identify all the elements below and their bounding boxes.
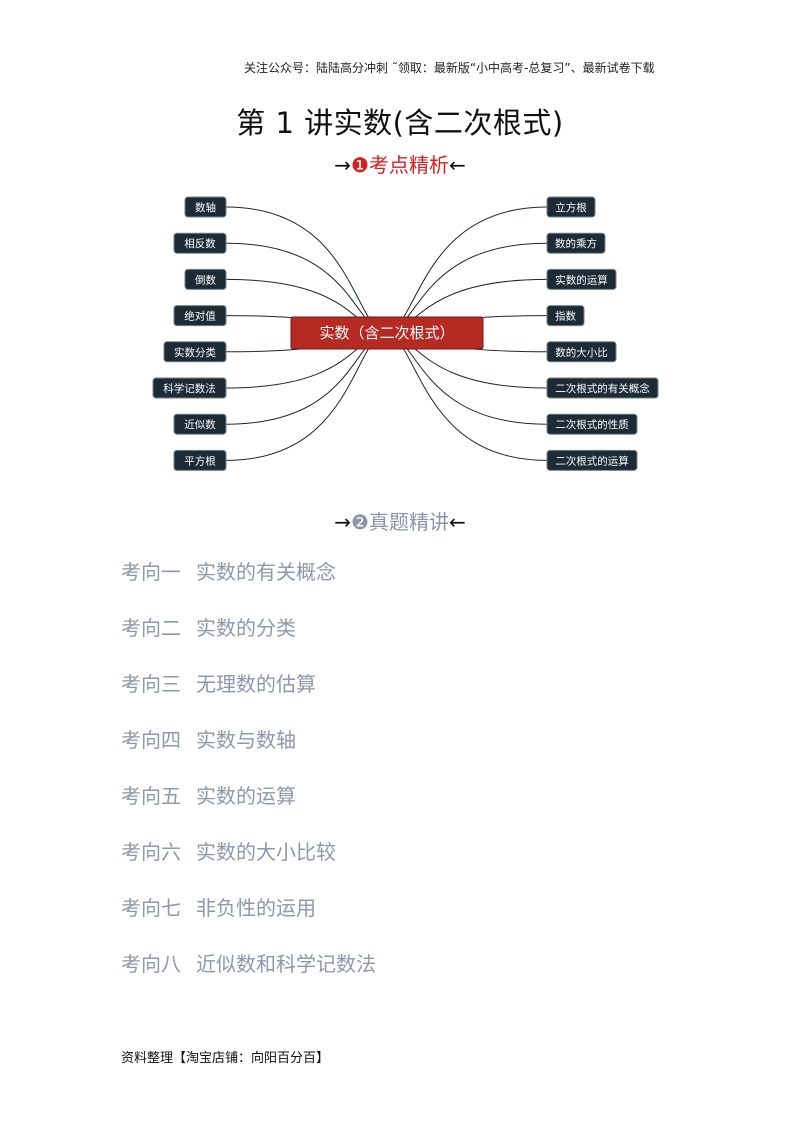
number-one-badge: ❶	[351, 153, 369, 177]
mindmap-node-left: 相反数	[173, 232, 227, 254]
node-label: 二次根式的运算	[555, 454, 629, 467]
node-label: 二次根式的性质	[555, 418, 629, 431]
mindmap-link	[389, 206, 548, 334]
section-heading-exam-review: →❷真题精讲←	[0, 506, 800, 535]
center-box	[290, 316, 484, 350]
node-label: 倒数	[195, 273, 216, 286]
topic-item: 考向六实数的大小比较	[121, 836, 336, 865]
topic-number: 考向七	[121, 896, 181, 920]
topic-item: 考向五实数的运算	[121, 780, 296, 809]
mindmap-node-left: 平方根	[173, 449, 227, 471]
mindmap-node-right: 数的乘方	[546, 232, 606, 254]
topic-item: 考向二实数的分类	[121, 612, 296, 641]
topic-item: 考向八近似数和科学记数法	[121, 948, 376, 977]
section-heading-keypoints: →❶考点精析←	[0, 149, 800, 178]
mindmap-link	[225, 332, 383, 461]
node-box	[546, 232, 606, 254]
node-box	[173, 449, 227, 471]
number-two-badge: ❷	[351, 510, 369, 534]
mindmap-node-right: 二次根式的性质	[546, 413, 638, 435]
mindmap-node-right: 数的大小比	[546, 341, 617, 363]
node-label: 数轴	[195, 201, 216, 214]
node-box	[184, 268, 227, 290]
node-label: 实数的运算	[555, 273, 608, 286]
topic-text: 近似数和科学记数法	[196, 952, 376, 976]
topic-number: 考向八	[121, 952, 181, 976]
node-box	[546, 341, 617, 363]
node-label: 平方根	[184, 454, 216, 467]
node-box	[546, 268, 617, 290]
node-box	[546, 413, 638, 435]
page-title: 第 1 讲实数(含二次根式)	[236, 106, 564, 140]
right-arrow-icon: →	[334, 510, 352, 534]
topic-item: 考向一实数的有关概念	[121, 556, 336, 585]
topic-number: 考向五	[121, 784, 181, 808]
topic-number: 考向三	[121, 672, 181, 696]
node-label: 科学记数法	[163, 382, 216, 395]
topic-text: 实数的分类	[196, 616, 296, 640]
mindmap-link	[225, 206, 383, 334]
mindmap-node-left: 绝对值	[173, 305, 227, 327]
mindmap-center-node: 实数（含二次根式）	[290, 316, 484, 350]
topic-number: 考向二	[121, 616, 181, 640]
node-box	[173, 413, 227, 435]
mindmap-node-right: 二次根式的有关概念	[546, 377, 659, 399]
topic-number: 考向六	[121, 840, 181, 864]
mindmap-node-left: 近似数	[173, 413, 227, 435]
node-box	[546, 377, 659, 399]
topic-item: 考向七非负性的运用	[121, 892, 316, 921]
topic-text: 无理数的估算	[196, 672, 316, 696]
topic-number: 考向一	[121, 560, 181, 584]
node-box	[184, 196, 227, 218]
mindmap-node-right: 立方根	[546, 196, 596, 218]
node-box	[152, 377, 227, 399]
center-label: 实数（含二次根式）	[319, 324, 454, 342]
topic-item: 考向三无理数的估算	[121, 668, 316, 697]
node-label: 相反数	[184, 237, 216, 250]
mindmap-node-right: 实数的运算	[546, 268, 617, 290]
left-arrow-icon: ←	[448, 153, 466, 177]
node-box	[163, 341, 227, 363]
node-label: 立方根	[555, 201, 587, 214]
node-label: 数的乘方	[555, 237, 597, 250]
topic-number: 考向四	[121, 728, 181, 752]
mindmap-node-left: 数轴	[184, 196, 227, 218]
mindmap-node-left: 倒数	[184, 268, 227, 290]
topic-text: 实数的运算	[196, 784, 296, 808]
mindmap-node-left: 实数分类	[163, 341, 227, 363]
mindmap-node-right: 指数	[546, 305, 585, 327]
footer-note: 资料整理【淘宝店铺：向阳百分百】	[121, 1051, 330, 1066]
topic-text: 实数与数轴	[196, 728, 296, 752]
mindmap-link	[389, 332, 548, 461]
left-arrow-icon: ←	[448, 510, 466, 534]
topic-text: 非负性的运用	[196, 896, 316, 920]
node-label: 指数	[555, 310, 576, 323]
node-label: 绝对值	[184, 310, 216, 323]
node-box	[173, 305, 227, 327]
header-note: 关注公众号：陆陆高分冲刺 ˜领取：最新版“小中高考-总复习”、最新试卷下载	[244, 61, 655, 75]
node-box	[546, 196, 596, 218]
node-label: 近似数	[184, 418, 216, 431]
section-label: 真题精讲	[368, 510, 449, 534]
mindmap-node-right: 二次根式的运算	[546, 449, 638, 471]
node-label: 实数分类	[174, 346, 216, 359]
node-box	[546, 305, 585, 327]
section-label: 考点精析	[368, 153, 449, 177]
topic-text: 实数的有关概念	[196, 560, 336, 584]
topic-item: 考向四实数与数轴	[121, 724, 296, 753]
node-box	[546, 449, 638, 471]
node-box	[173, 232, 227, 254]
mindmap-node-left: 科学记数法	[152, 377, 227, 399]
topic-text: 实数的大小比较	[196, 840, 336, 864]
node-label: 数的大小比	[555, 346, 608, 359]
right-arrow-icon: →	[334, 153, 352, 177]
node-label: 二次根式的有关概念	[555, 382, 650, 395]
